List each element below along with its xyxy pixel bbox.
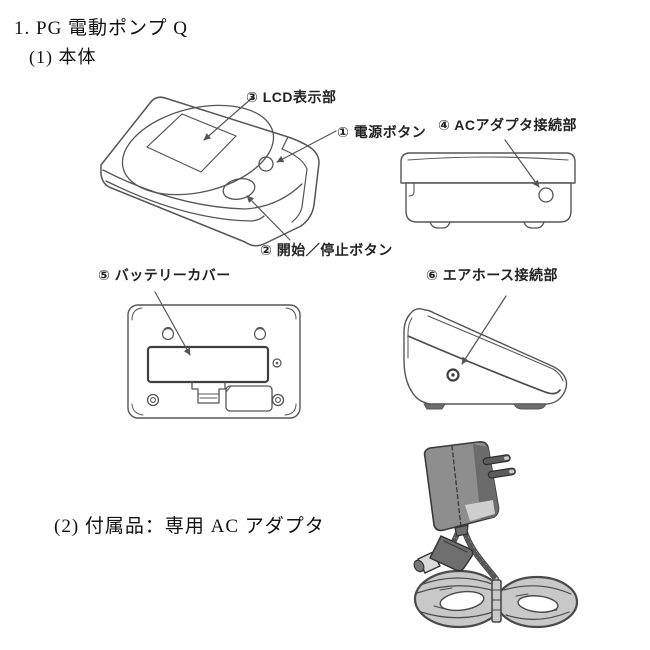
pump-front-perspective-drawing (100, 96, 337, 247)
air-hose-leader-arrow (461, 295, 507, 365)
callout-air-hose-port: ⑥ エアホース接続部 (426, 267, 559, 283)
page-title: 1. PG 電動ポンプ Q (14, 18, 188, 39)
lcd-rectangle (146, 113, 237, 173)
callout-power-button: ① 電源ボタン (337, 124, 427, 140)
top-panel-oval (121, 104, 275, 196)
battery-cover (146, 345, 270, 384)
callout-start-stop-button: ② 開始／停止ボタン (260, 242, 393, 258)
air-hose-port (446, 368, 460, 382)
pump-body-outline (100, 96, 320, 247)
pump-bottom-view-drawing (127, 291, 301, 419)
section-2-heading: (2) 付属品：専用 AC アダプタ (54, 516, 325, 537)
plug-prongs (482, 454, 516, 479)
power-button (258, 156, 274, 172)
section-1-heading: (1) 本体 (29, 47, 97, 67)
side-outline (403, 307, 568, 405)
power-leader-arrow (276, 130, 337, 163)
start-stop-button (222, 178, 256, 200)
callout-lcd-display: ③ LCD表示部 (246, 89, 337, 105)
pump-rear-view-drawing (400, 139, 576, 229)
bottom-outline (127, 304, 301, 419)
rear-lid (400, 152, 576, 184)
ac-adapter-port (538, 187, 554, 203)
adapter-body (423, 441, 516, 537)
callout-battery-cover: ⑤ バッテリーカバー (98, 267, 231, 283)
battery-latch (191, 381, 226, 404)
coiled-cable (413, 569, 579, 629)
dc-plug (413, 535, 474, 574)
start-stop-leader-arrow (246, 195, 291, 241)
callout-ac-adapter-port: ④ ACアダプタ接続部 (438, 117, 577, 133)
ac-port-leader-arrow (504, 139, 540, 188)
battery-cover-leader-arrow (154, 291, 191, 356)
ac-adapter-illustration (413, 441, 579, 629)
lcd-leader-arrow (203, 97, 253, 141)
rear-body (405, 182, 572, 223)
pump-side-view-drawing (403, 295, 568, 410)
